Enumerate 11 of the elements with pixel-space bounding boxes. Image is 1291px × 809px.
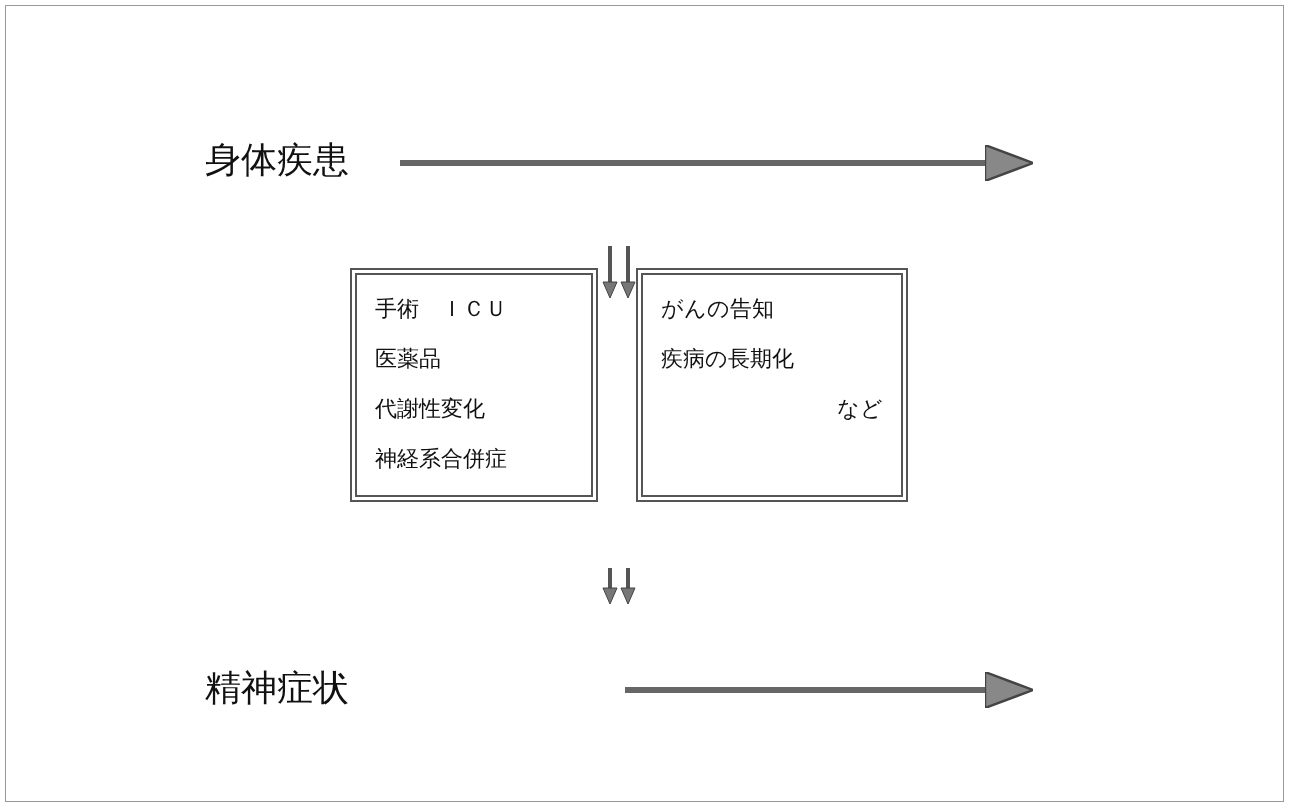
list-item: 医薬品	[375, 345, 442, 373]
list-item: 代謝性変化	[375, 395, 486, 423]
list-item: がんの告知	[661, 295, 775, 323]
list-item: 神経系合併症	[375, 445, 508, 473]
category-label: 精神症状	[205, 670, 349, 706]
text-box	[350, 268, 598, 502]
text-box	[636, 268, 908, 502]
category-label: 身体疾患	[205, 142, 349, 178]
list-item: 手術 ＩＣＵ	[375, 295, 508, 323]
list-item: など	[836, 395, 883, 423]
list-item: 疾病の長期化	[661, 345, 795, 373]
